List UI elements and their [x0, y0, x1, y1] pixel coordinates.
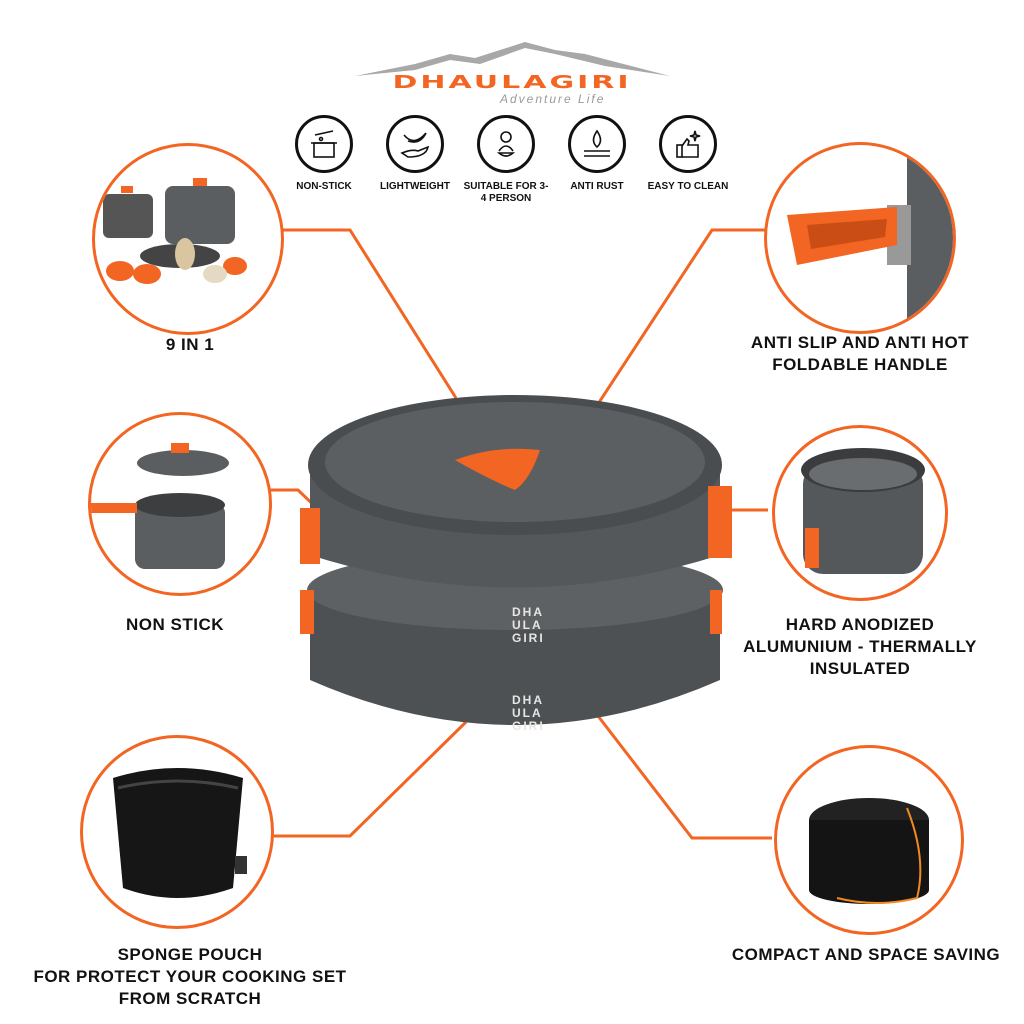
- compact-image: [774, 745, 964, 935]
- handle-image: [764, 142, 956, 334]
- feature-lightweight: LIGHTWEIGHT: [370, 115, 460, 193]
- person-cooking-icon: [477, 115, 535, 173]
- pot-icon: [295, 115, 353, 173]
- feature-anti-rust: ANTI RUST: [552, 115, 642, 193]
- caption-non-stick: NON STICK: [126, 615, 224, 634]
- brand-name: DHAULAGIRI: [392, 72, 632, 93]
- mountain-logo-graphic: [355, 42, 670, 76]
- nine-in-one-image: [92, 143, 284, 335]
- brand-tagline: Adventure Life: [500, 92, 606, 106]
- thumbs-up-sparkle-icon: [659, 115, 717, 173]
- cookware-set-image: [300, 395, 732, 725]
- non-stick-image: [88, 412, 272, 596]
- caption-nine-in-one: 9 IN 1: [165, 335, 215, 354]
- feature-non-stick: NON-STICK: [279, 115, 369, 193]
- caption-compact: COMPACT AND SPACE SAVING: [731, 945, 1001, 964]
- water-drop-icon: [568, 115, 626, 173]
- feature-suitable-persons: SUITABLE FOR 3-4 PERSON: [461, 115, 551, 205]
- sponge-pouch-image: [80, 735, 274, 929]
- hand-feather-icon: [386, 115, 444, 173]
- anodized-image: [772, 425, 948, 601]
- feature-easy-clean: EASY TO CLEAN: [643, 115, 733, 193]
